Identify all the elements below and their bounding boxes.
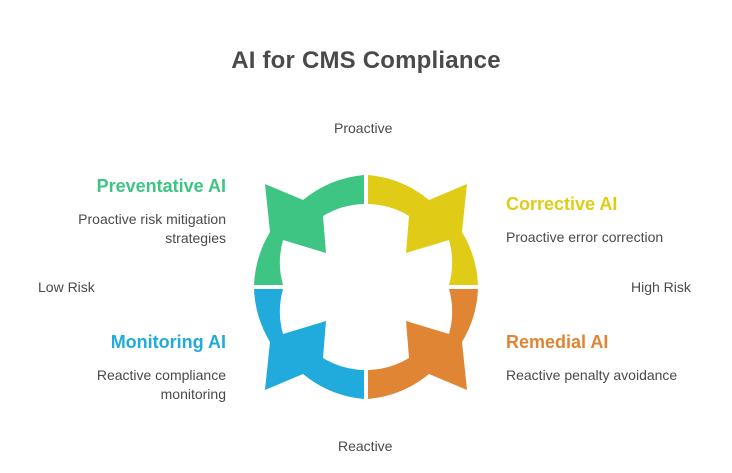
preventative-ai-description: Proactive risk mitigation strategies — [78, 210, 226, 248]
corrective-ai-description: Proactive error correction — [506, 228, 663, 247]
remedial-description-line1: Reactive penalty avoidance — [506, 367, 678, 383]
corrective-ai-heading: Corrective AI — [506, 194, 618, 214]
preventative-arrow-icon — [254, 175, 364, 285]
axis-label-bottom: Reactive — [338, 438, 393, 454]
preventative-description-line2: strategies — [165, 230, 226, 246]
monitoring-arrow-icon — [254, 289, 364, 399]
monitoring-description-line2: monitoring — [160, 386, 226, 402]
axis-label-top: Proactive — [334, 120, 393, 136]
monitoring-ai-heading: Monitoring AI — [110, 332, 226, 352]
monitoring-ai-description: Reactive compliance monitoring — [97, 366, 226, 404]
corrective-arrow-icon — [368, 175, 478, 285]
monitoring-description-line1: Reactive compliance — [96, 367, 226, 383]
remedial-arrow-icon — [368, 289, 478, 399]
remedial-ai-description: Reactive penalty avoidance — [506, 366, 677, 385]
corrective-description-line1: Proactive error correction — [506, 229, 664, 245]
diagram-title: AI for CMS Compliance — [231, 47, 501, 74]
remedial-ai-heading: Remedial AI — [506, 332, 609, 352]
axis-label-left: Low Risk — [38, 279, 95, 295]
preventative-description-line1: Proactive risk mitigation — [78, 211, 226, 227]
preventative-ai-heading: Preventative AI — [96, 176, 226, 196]
axis-label-right: High Risk — [631, 279, 691, 295]
